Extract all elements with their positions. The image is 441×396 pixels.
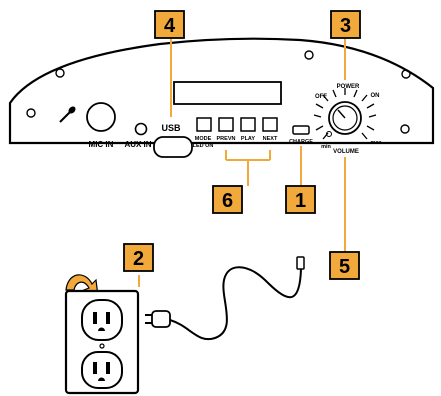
usb-label: USB (161, 123, 181, 133)
callout-5: 5 (329, 251, 360, 280)
knob-indicator (337, 109, 346, 119)
aux-in-label: AUX IN (124, 140, 151, 149)
play-button (240, 117, 256, 132)
mode-label: MODE (195, 136, 212, 142)
power-cable (169, 266, 302, 341)
ac-plug-icon (145, 310, 171, 328)
on-label: ON (371, 93, 380, 99)
next-button (262, 117, 278, 132)
microphone-icon (59, 106, 76, 123)
mic-in-jack (86, 102, 116, 132)
knob-inner (332, 105, 358, 131)
callout-leader-lines (138, 38, 346, 287)
callout-number: 6 (222, 190, 233, 212)
prev-label: PREVN (217, 136, 236, 142)
aux-in-jack (134, 122, 148, 136)
charge-plug-tip (296, 256, 305, 270)
charge-port (292, 125, 310, 135)
screw-icon (401, 69, 411, 79)
play-label: PLAY (241, 136, 255, 142)
screw-icon (304, 50, 314, 60)
callout-3: 3 (330, 10, 361, 39)
callout-6: 6 (212, 185, 243, 214)
callout-4: 4 (154, 10, 185, 39)
callout-2: 2 (123, 243, 154, 272)
min-label: min (321, 144, 331, 150)
max-label: max (370, 140, 382, 146)
mic-in-label: MIC IN (89, 140, 114, 149)
callout-number: 3 (340, 15, 351, 37)
screw-icon (55, 68, 65, 78)
display-screen (173, 81, 282, 105)
next-label: NEXT (263, 136, 278, 142)
led-on-label: LED ON (193, 143, 214, 149)
usb-port (153, 136, 193, 158)
wall-outlet-icon (64, 289, 140, 395)
knob-min-marker (326, 131, 332, 137)
volume-knob-ticks (313, 88, 377, 140)
mode-button (196, 117, 212, 132)
screw-icon (26, 108, 36, 118)
charge-label: CHARGE (289, 139, 313, 145)
screw-icon (400, 124, 410, 134)
volume-label: VOLUME (333, 149, 359, 155)
callout-number: 5 (339, 256, 350, 278)
callout-number: 2 (133, 248, 144, 270)
callout-number: 1 (295, 190, 306, 212)
power-label: POWER (337, 84, 360, 90)
callout-1: 1 (285, 185, 316, 214)
prev-button (218, 117, 234, 132)
callout-number: 4 (164, 15, 176, 37)
off-label: OFF (315, 94, 327, 100)
